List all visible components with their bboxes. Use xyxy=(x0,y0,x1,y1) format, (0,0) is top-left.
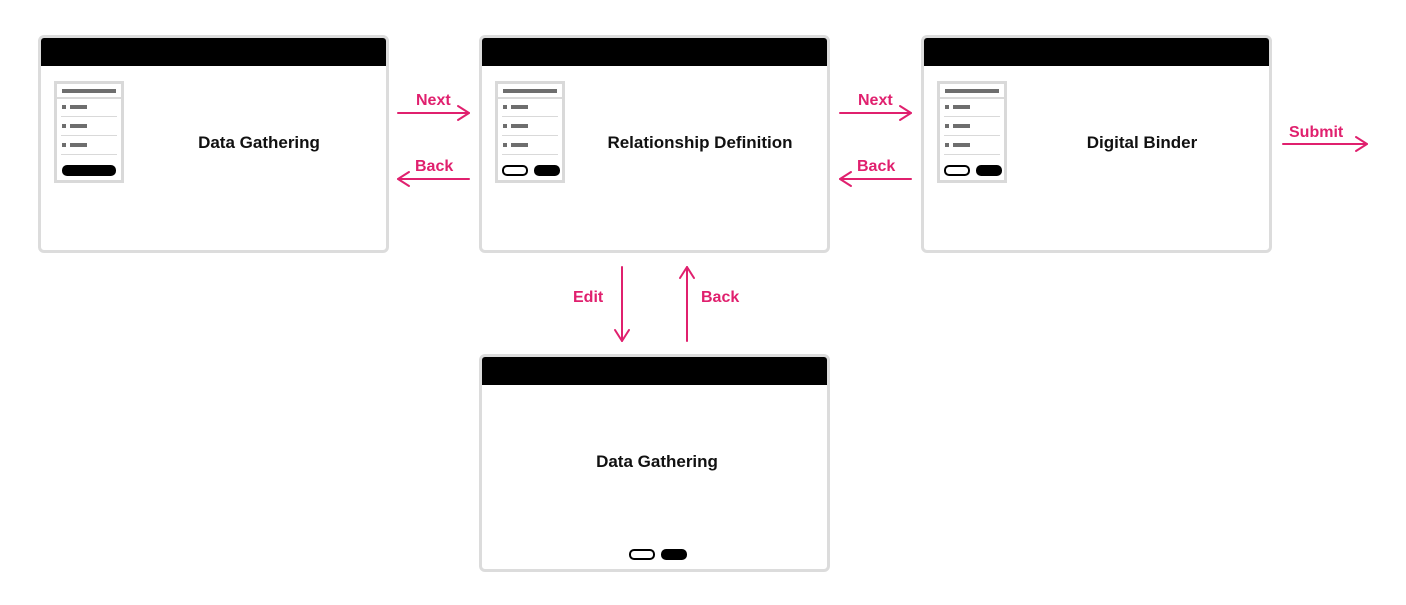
back-label: Back xyxy=(415,158,454,175)
form-thumbnail xyxy=(495,81,565,183)
submit-label: Submit xyxy=(1289,124,1344,141)
list-item-text xyxy=(511,143,528,147)
screen-relationship-definition: Relationship Definition xyxy=(479,35,830,253)
screen-data-gathering-top: Data Gathering xyxy=(38,35,389,253)
primary-button-shape xyxy=(976,165,1002,176)
back-label: Back xyxy=(857,158,896,175)
primary-button-shape xyxy=(661,549,687,560)
window-titlebar xyxy=(924,38,1269,66)
thumbnail-divider xyxy=(940,97,1004,99)
thumbnail-heading xyxy=(503,89,557,93)
submit-button-shape xyxy=(62,165,116,176)
primary-button-shape xyxy=(534,165,560,176)
list-item-bullet xyxy=(503,143,507,147)
list-item-text xyxy=(511,124,528,128)
secondary-button-shape xyxy=(502,165,528,176)
thumbnail-heading xyxy=(945,89,999,93)
row-divider xyxy=(944,135,1000,136)
edit-arrow xyxy=(614,266,630,342)
back-up-arrow xyxy=(679,266,695,342)
next-arrow xyxy=(397,105,470,121)
row-divider xyxy=(944,116,1000,117)
secondary-button-shape xyxy=(944,165,970,176)
thumbnail-divider xyxy=(498,97,562,99)
list-item-text xyxy=(511,105,528,109)
screen-label: Data Gathering xyxy=(198,133,320,152)
list-item-text xyxy=(70,105,87,109)
list-item-bullet xyxy=(945,105,949,109)
row-divider xyxy=(944,154,1000,155)
screen-label: Digital Binder xyxy=(1086,133,1198,152)
list-item-text xyxy=(70,143,87,147)
secondary-button-shape xyxy=(629,549,655,560)
form-thumbnail xyxy=(937,81,1007,183)
list-item-text xyxy=(70,124,87,128)
list-item-bullet xyxy=(62,105,66,109)
next-arrow xyxy=(839,105,912,121)
row-divider xyxy=(61,116,117,117)
row-divider xyxy=(61,154,117,155)
window-titlebar xyxy=(482,38,827,66)
back-label: Back xyxy=(701,289,740,306)
row-divider xyxy=(61,135,117,136)
screen-data-gathering-bottom: Data Gathering xyxy=(479,354,830,572)
list-item-bullet xyxy=(62,143,66,147)
screen-label: Relationship Definition xyxy=(607,133,793,152)
list-item-bullet xyxy=(503,124,507,128)
list-item-text xyxy=(953,143,970,147)
list-item-bullet xyxy=(945,143,949,147)
screen-digital-binder: Digital Binder xyxy=(921,35,1272,253)
row-divider xyxy=(502,116,558,117)
submit-arrow xyxy=(1282,136,1368,152)
list-item-bullet xyxy=(62,124,66,128)
screen-label: Data Gathering xyxy=(596,452,718,471)
window-titlebar xyxy=(482,357,827,385)
row-divider xyxy=(502,135,558,136)
list-item-bullet xyxy=(945,124,949,128)
list-item-text xyxy=(953,105,970,109)
form-thumbnail xyxy=(54,81,124,183)
window-titlebar xyxy=(41,38,386,66)
back-arrow xyxy=(839,171,912,187)
next-label: Next xyxy=(416,92,451,109)
thumbnail-divider xyxy=(57,97,121,99)
edit-label: Edit xyxy=(573,289,604,306)
back-arrow xyxy=(397,171,470,187)
list-item-bullet xyxy=(503,105,507,109)
list-item-text xyxy=(953,124,970,128)
next-label: Next xyxy=(858,92,893,109)
row-divider xyxy=(502,154,558,155)
thumbnail-heading xyxy=(62,89,116,93)
